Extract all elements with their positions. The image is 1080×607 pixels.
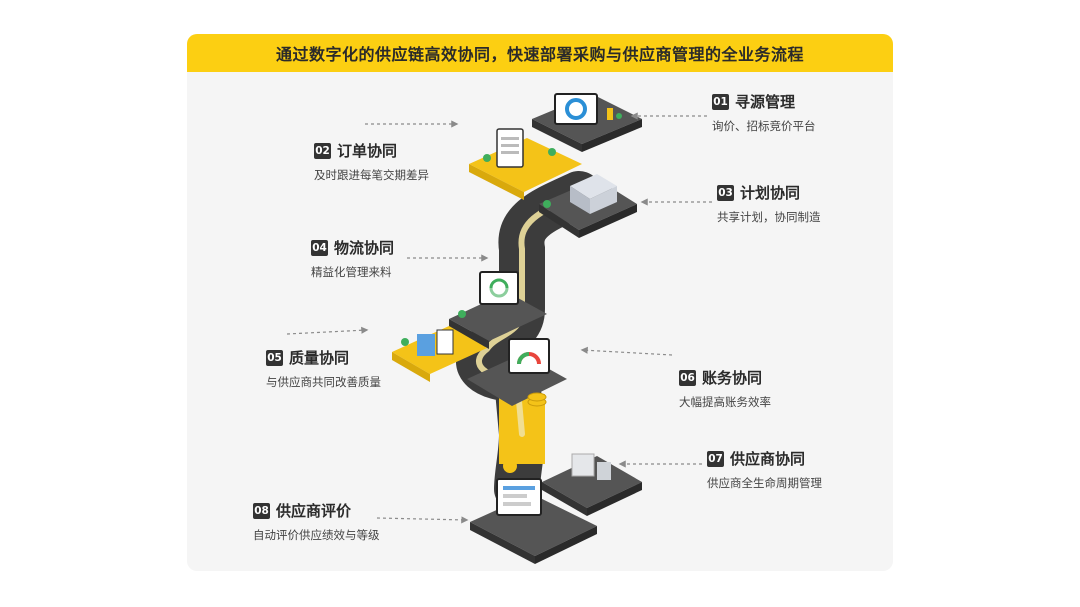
step-title: 质量协同 bbox=[289, 349, 350, 367]
diagram-card: 通过数字化的供应链高效协同，快速部署采购与供应商管理的全业务流程 01 寻源管理 … bbox=[187, 34, 893, 571]
step-number: 08 bbox=[253, 502, 270, 519]
step-number: 05 bbox=[266, 349, 283, 366]
platform-order bbox=[469, 128, 582, 200]
step-title: 订单协同 bbox=[337, 142, 398, 160]
step-accounting: 06 账务协同 大幅提高账务效率 bbox=[679, 367, 771, 410]
step-number: 07 bbox=[707, 450, 724, 467]
banner: 通过数字化的供应链高效协同，快速部署采购与供应商管理的全业务流程 bbox=[187, 34, 893, 72]
connector-06 bbox=[580, 346, 673, 356]
step-number: 04 bbox=[311, 239, 328, 256]
isometric-flow-illustration bbox=[286, 93, 712, 564]
step-title: 计划协同 bbox=[740, 184, 801, 202]
platform-logistics bbox=[449, 271, 547, 349]
platform-planning bbox=[539, 174, 637, 238]
step-description: 自动评价供应绩效与等级 bbox=[253, 528, 380, 542]
step-description: 供应商全生命周期管理 bbox=[707, 476, 822, 490]
banner-title: 通过数字化的供应链高效协同，快速部署采购与供应商管理的全业务流程 bbox=[275, 45, 804, 64]
step-description: 精益化管理来料 bbox=[311, 265, 392, 279]
step-title: 供应商评价 bbox=[276, 502, 352, 520]
step-description: 询价、招标竞价平台 bbox=[712, 119, 816, 133]
connector-05 bbox=[286, 326, 369, 335]
step-title: 物流协同 bbox=[334, 239, 395, 257]
step-supplier: 07 供应商协同 供应商全生命周期管理 bbox=[707, 448, 822, 491]
step-number: 06 bbox=[679, 369, 696, 386]
platform-evaluation bbox=[470, 459, 597, 564]
step-title: 账务协同 bbox=[702, 369, 763, 387]
connector-08 bbox=[376, 516, 469, 524]
step-title: 供应商协同 bbox=[730, 450, 806, 468]
platform-accounting bbox=[467, 338, 567, 407]
step-number: 02 bbox=[314, 142, 331, 159]
step-description: 大幅提高账务效率 bbox=[679, 395, 771, 409]
step-number: 01 bbox=[712, 93, 729, 110]
step-logistics: 04 物流协同 精益化管理来料 bbox=[311, 237, 394, 280]
step-sourcing: 01 寻源管理 询价、招标竞价平台 bbox=[712, 91, 816, 134]
step-title: 寻源管理 bbox=[735, 93, 796, 111]
platform-supplier bbox=[542, 453, 642, 516]
step-order: 02 订单协同 及时跟进每笔交期差异 bbox=[314, 140, 429, 183]
platform-sourcing bbox=[532, 93, 642, 152]
step-description: 与供应商共同改善质量 bbox=[266, 375, 381, 389]
step-number: 03 bbox=[717, 184, 734, 201]
step-evaluation: 08 供应商评价 自动评价供应绩效与等级 bbox=[253, 500, 380, 543]
step-planning: 03 计划协同 共享计划，协同制造 bbox=[717, 182, 821, 225]
step-description: 及时跟进每笔交期差异 bbox=[314, 168, 429, 182]
step-description: 共享计划，协同制造 bbox=[717, 210, 821, 224]
step-quality: 05 质量协同 与供应商共同改善质量 bbox=[266, 347, 381, 390]
platform-quality bbox=[392, 326, 487, 382]
